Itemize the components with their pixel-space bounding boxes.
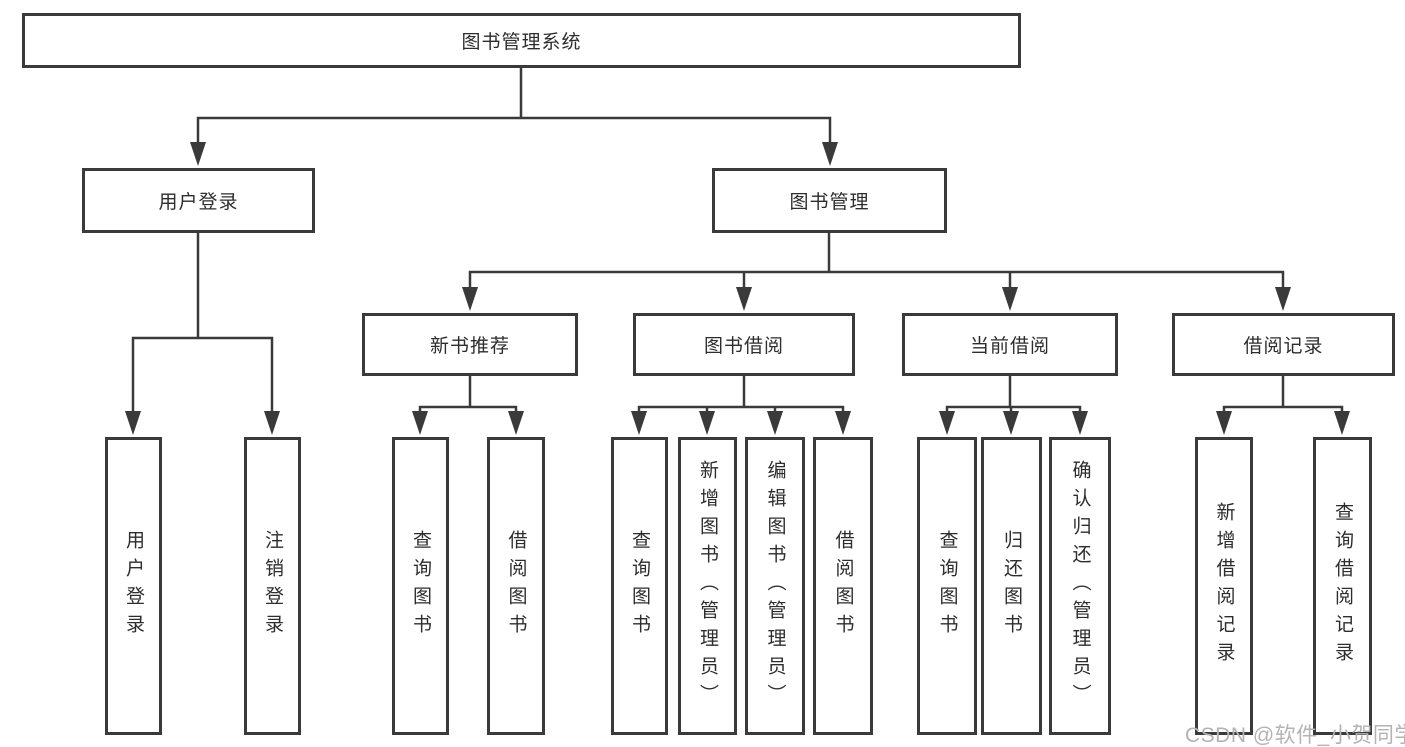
node-user-login: 用户登录 bbox=[82, 168, 315, 233]
leaf-add-book-admin: 新增图书（管理员） bbox=[678, 437, 737, 735]
leaf-logout: 注销登录 bbox=[244, 437, 301, 735]
node-borrow-records: 借阅记录 bbox=[1172, 313, 1395, 376]
leaf-add-borrow-record: 新增借阅记录 bbox=[1195, 437, 1253, 735]
leaf-query-book-2: 查询图书 bbox=[611, 437, 668, 735]
leaf-edit-book-admin: 编辑图书（管理员） bbox=[745, 437, 805, 735]
node-book-management: 图书管理 bbox=[712, 168, 947, 233]
leaf-query-book-3: 查询图书 bbox=[917, 437, 977, 735]
node-book-borrow: 图书借阅 bbox=[633, 313, 855, 376]
node-new-book-recommend: 新书推荐 bbox=[362, 313, 578, 376]
leaf-return-book: 归还图书 bbox=[981, 437, 1042, 735]
watermark-text: CSDN @软件_小贺同学 bbox=[1185, 724, 1405, 747]
leaf-user-login: 用户登录 bbox=[105, 437, 162, 735]
leaf-query-book-1: 查询图书 bbox=[392, 437, 449, 735]
node-root: 图书管理系统 bbox=[22, 13, 1021, 68]
leaf-borrow-book-2: 借阅图书 bbox=[813, 437, 873, 735]
leaf-query-borrow-record: 查询借阅记录 bbox=[1313, 437, 1372, 735]
node-current-borrow: 当前借阅 bbox=[902, 313, 1118, 376]
leaf-borrow-book-1: 借阅图书 bbox=[487, 437, 545, 735]
leaf-confirm-return-admin: 确认归还（管理员） bbox=[1049, 437, 1111, 735]
